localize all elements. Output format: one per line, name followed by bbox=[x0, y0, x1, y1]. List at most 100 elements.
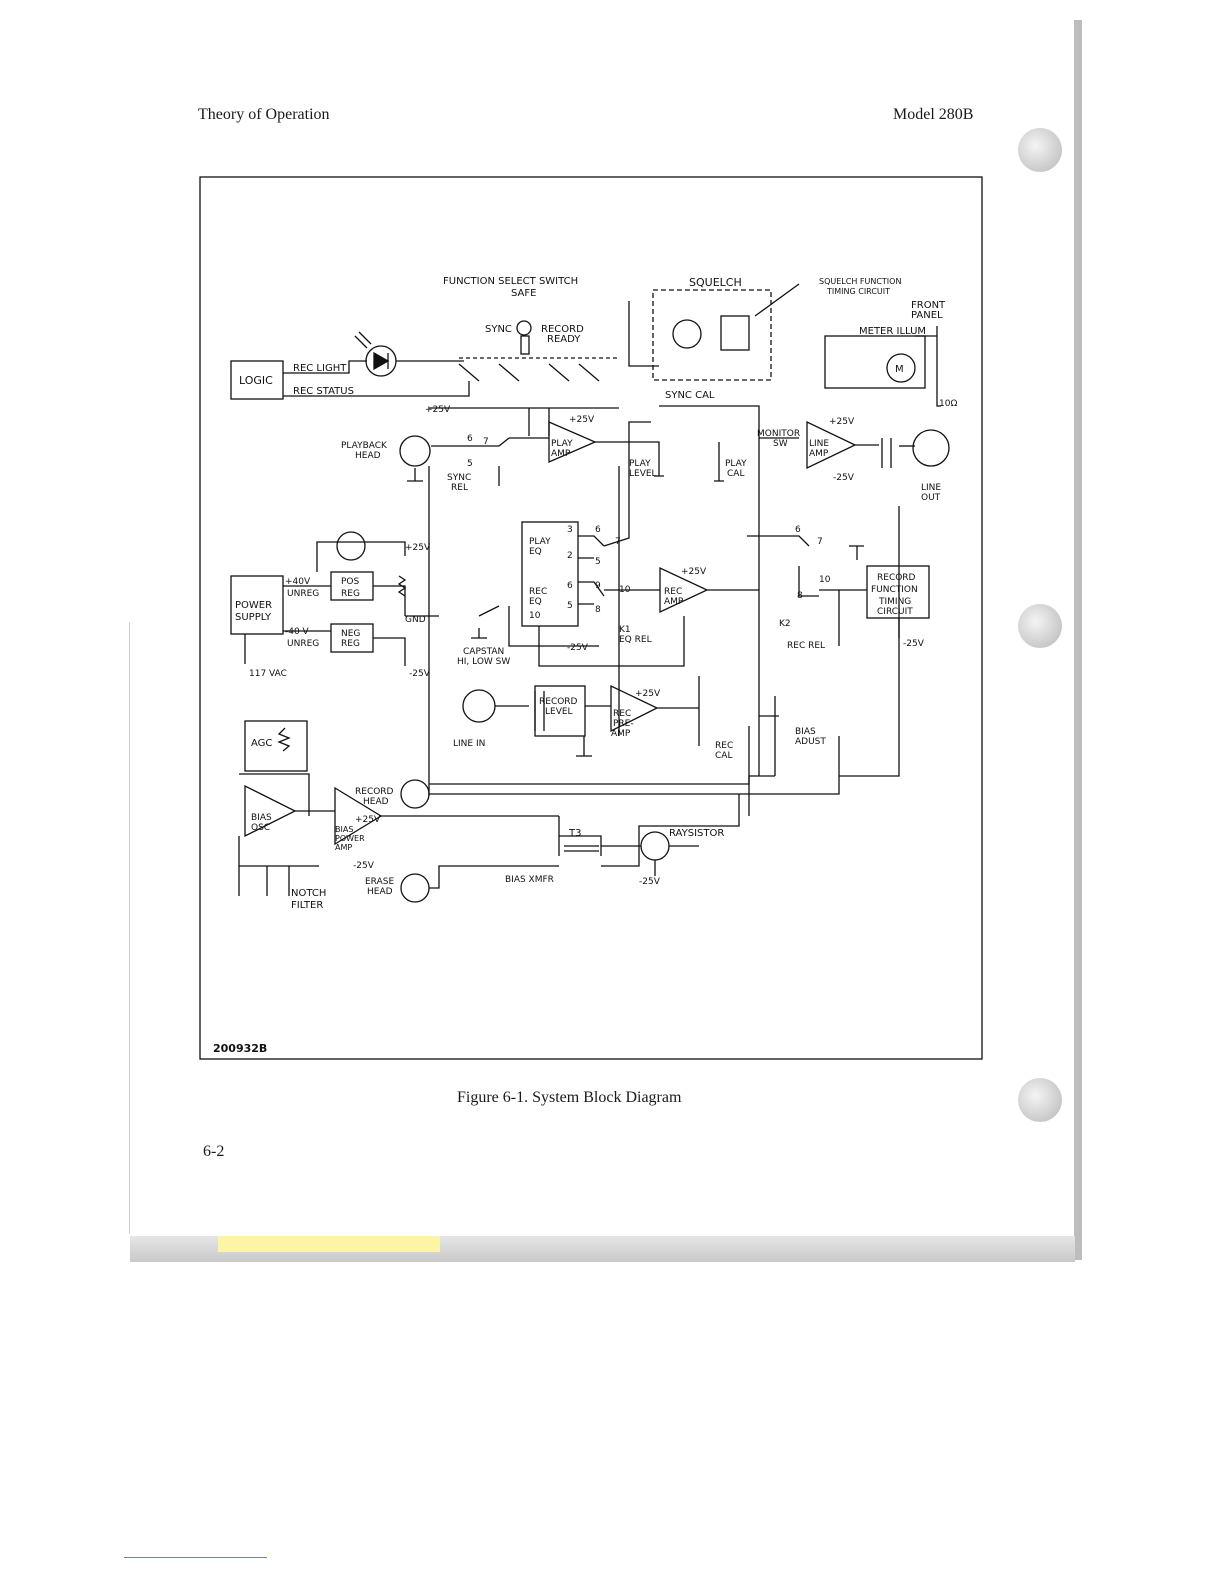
lbl-play-level-2: LEVEL bbox=[629, 469, 657, 479]
lbl-bias-xmfr: BIAS XMFR bbox=[505, 875, 554, 885]
meter bbox=[886, 353, 916, 383]
lbl-line-in: LINE IN bbox=[453, 739, 485, 749]
pin-6a: 6 bbox=[467, 434, 473, 444]
lbl-minus25-e: -25V bbox=[353, 861, 375, 871]
lbl-squelch-func-2: TIMING CIRCUIT bbox=[826, 287, 890, 296]
pin-6b: 6 bbox=[595, 525, 601, 535]
lbl-play-amp-1: PLAY bbox=[551, 439, 573, 449]
lbl-k1: K1 bbox=[619, 625, 631, 635]
pin-10c: 10 bbox=[819, 575, 831, 585]
lbl-panel: PANEL bbox=[911, 310, 943, 321]
lbl-k2: K2 bbox=[779, 619, 791, 629]
pin-3: 3 bbox=[567, 525, 573, 535]
binder-spine bbox=[1074, 20, 1082, 1260]
section-title: Theory of Operation bbox=[198, 106, 330, 123]
binder-hole-middle bbox=[1018, 604, 1062, 648]
lbl-ready: READY bbox=[547, 334, 581, 345]
lbl-rec-pre-3: AMP bbox=[611, 729, 631, 739]
record-head bbox=[400, 779, 430, 809]
lbl-line-out-2: OUT bbox=[921, 493, 941, 503]
lbl-plus25-f: +25V bbox=[635, 689, 661, 699]
lbl-sync: SYNC bbox=[485, 324, 512, 335]
lbl-unreg-b: UNREG bbox=[287, 639, 319, 649]
lbl-meter-m: M bbox=[895, 364, 904, 375]
lbl-rec-pre-2: PRE- bbox=[613, 719, 634, 729]
lbl-bias-adjust-1: BIAS bbox=[795, 727, 816, 737]
lbl-rec-rel: REC REL bbox=[787, 641, 825, 651]
lbl-rec-cal-1: REC bbox=[715, 741, 733, 751]
lbl-function-select: FUNCTION SELECT SWITCH bbox=[443, 276, 578, 287]
lbl-sync-rel-1: SYNC bbox=[447, 473, 471, 483]
logic-block bbox=[230, 360, 284, 400]
lbl-rec-light: REC LIGHT bbox=[293, 363, 347, 374]
system-block-diagram: FUNCTION SELECT SWITCH SAFE SYNC RECORD … bbox=[199, 176, 983, 1060]
pin-2: 2 bbox=[567, 551, 573, 561]
line-in-jack bbox=[462, 689, 496, 723]
highlight-mark bbox=[218, 1236, 440, 1252]
lbl-bpa-1: BIAS bbox=[335, 825, 353, 834]
lbl-play-eq-2: EQ bbox=[529, 547, 542, 557]
binder-hole-bottom bbox=[1018, 1078, 1062, 1122]
lbl-vac: 117 VAC bbox=[249, 669, 287, 679]
lbl-t3: T3 bbox=[568, 828, 581, 839]
lbl-monitor-sw: SW bbox=[773, 439, 788, 449]
lbl-rf-1: RECORD bbox=[877, 573, 916, 583]
lbl-rec-amp-2: AMP bbox=[664, 597, 684, 607]
pin-8a: 8 bbox=[595, 605, 601, 615]
lbl-play-level-1: PLAY bbox=[629, 459, 651, 469]
lbl-gnd: GND bbox=[405, 615, 426, 625]
lbl-line-amp-2: AMP bbox=[809, 449, 829, 459]
pin-7a: 7 bbox=[483, 437, 489, 447]
lbl-reg-a: REG bbox=[341, 589, 360, 599]
playback-head bbox=[399, 435, 431, 467]
lbl-playback-2: HEAD bbox=[355, 451, 381, 461]
lbl-logic: LOGIC bbox=[239, 374, 273, 387]
lbl-hilow: HI, LOW SW bbox=[457, 657, 510, 667]
lbl-plus25-c: +25V bbox=[829, 417, 855, 427]
line-amp bbox=[806, 420, 857, 470]
lbl-plus25-d: +25V bbox=[681, 567, 707, 577]
lbl-front: FRONT bbox=[911, 300, 946, 311]
lbl-notch: NOTCH bbox=[291, 888, 326, 899]
lbl-p40v: +40V bbox=[285, 577, 311, 587]
pin-5b: 5 bbox=[595, 557, 601, 567]
model-number: Model 280B bbox=[893, 106, 974, 123]
lbl-minus25-b: -25V bbox=[567, 643, 589, 653]
lbl-squelch: SQUELCH bbox=[689, 276, 742, 289]
lbl-eq-rel: EQ REL bbox=[619, 635, 652, 645]
lbl-erase-1: ERASE bbox=[365, 877, 394, 887]
lbl-rec-pre-1: REC bbox=[613, 709, 631, 719]
lbl-minus25-a: -25V bbox=[833, 473, 855, 483]
binder-hole-top bbox=[1018, 128, 1062, 172]
pin-5c: 5 bbox=[567, 601, 573, 611]
pin-10a: 10 bbox=[619, 585, 631, 595]
lbl-ten-ohm: 10Ω bbox=[939, 399, 957, 409]
play-amp bbox=[548, 421, 597, 463]
lbl-neg: NEG bbox=[341, 629, 360, 639]
lbl-minus25-f: -25V bbox=[639, 877, 661, 887]
lbl-erase-2: HEAD bbox=[367, 887, 393, 897]
lbl-record-head-2: HEAD bbox=[363, 797, 389, 807]
agc-block bbox=[244, 720, 308, 772]
lbl-supply: SUPPLY bbox=[235, 612, 272, 623]
record-function-timing-circuit bbox=[866, 565, 930, 619]
lbl-pos: POS bbox=[341, 577, 360, 587]
underline-mark bbox=[124, 1557, 267, 1558]
lbl-sync-rel-2: REL bbox=[451, 483, 468, 493]
pin-6d: 6 bbox=[795, 525, 801, 535]
lbl-rec-eq-2: EQ bbox=[529, 597, 542, 607]
pin-5a: 5 bbox=[467, 459, 473, 469]
lbl-line-out-1: LINE bbox=[921, 483, 941, 493]
lbl-rf-4: CIRCUIT bbox=[877, 607, 913, 617]
lbl-squelch-func-1: SQUELCH FUNCTION bbox=[819, 277, 901, 286]
page-number: 6-2 bbox=[203, 1143, 225, 1160]
lbl-play-eq-1: PLAY bbox=[529, 537, 551, 547]
lbl-reg-b: REG bbox=[341, 639, 360, 649]
pin-6c: 6 bbox=[567, 581, 573, 591]
bias-osc bbox=[244, 784, 297, 838]
pin-9: 9 bbox=[595, 581, 601, 591]
lbl-bpa-3: AMP bbox=[335, 843, 352, 852]
lbl-rec-status: REC STATUS bbox=[293, 386, 354, 397]
pin-7b: 7 bbox=[615, 537, 621, 547]
lbl-sync-cal: SYNC CAL bbox=[665, 390, 715, 401]
